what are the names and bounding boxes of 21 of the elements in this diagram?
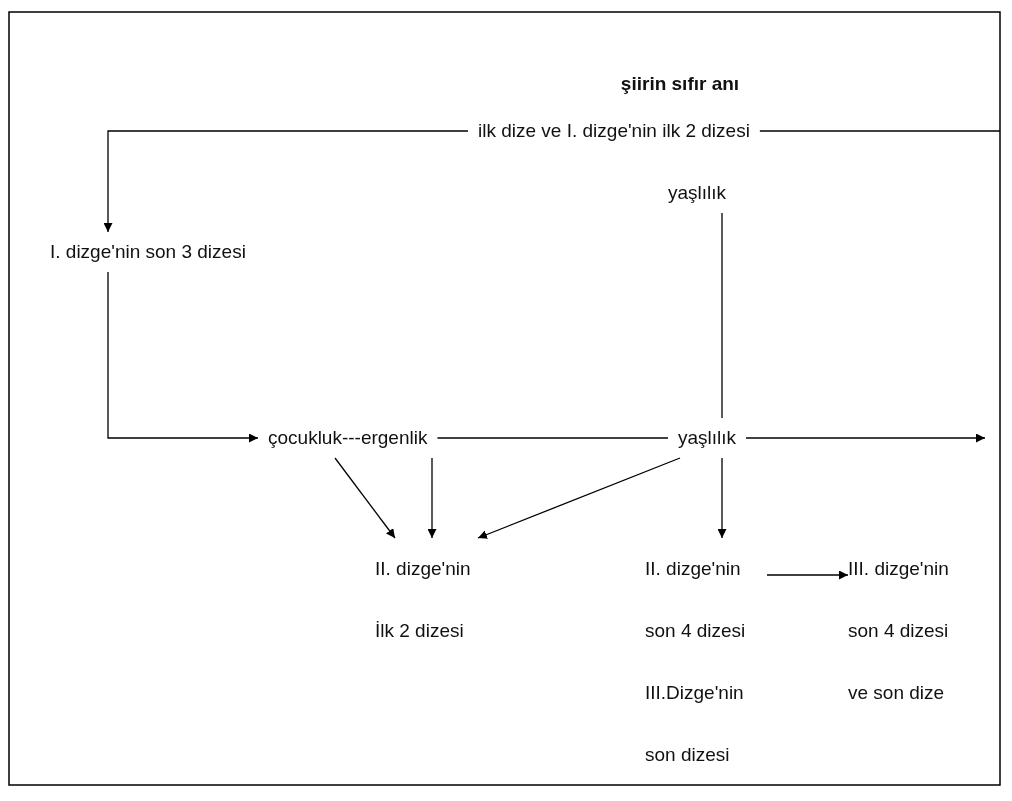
connector-line [436, 437, 669, 439]
diagram-title: şiirin sıfır anı [620, 73, 740, 95]
flow-text: I. dizge'nin son 3 dizesi [50, 240, 246, 264]
flow-text: II. dizge'nin İlk 2 dizesi [375, 557, 472, 643]
flow-text: III. dizge'nin son 4 dizesi ve son dize [848, 557, 950, 705]
arrow [477, 457, 681, 539]
arrow [107, 271, 259, 443]
connector-line [759, 130, 1001, 132]
flow-text: III.Dizge'nin son dizesi [645, 681, 745, 767]
flow-text: ilk dize ve I. dizge'nin ilk 2 dizesi [478, 119, 750, 143]
arrow [427, 457, 437, 539]
arrow [745, 433, 986, 443]
flow-text: yaşlılık [668, 181, 727, 205]
flow-text: yaşlılık [678, 426, 737, 450]
flow-text: II. dizge'nin son 4 dizesi [645, 557, 747, 643]
arrow [717, 457, 727, 539]
arrow [334, 457, 396, 539]
flow-text: çocukluk---ergenlik [268, 426, 428, 450]
arrow [766, 570, 849, 580]
arrow [103, 130, 469, 233]
connector-line [721, 212, 723, 419]
